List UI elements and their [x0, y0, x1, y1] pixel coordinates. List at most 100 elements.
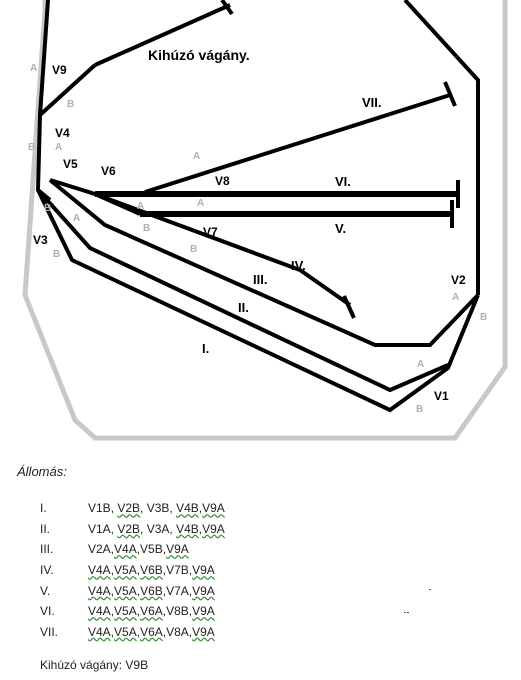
- branch-letter-v9-a: A: [30, 63, 37, 74]
- route-switches: V1B, V2B, V3B, V4B,V9A: [88, 498, 225, 519]
- route-row: I. V1B, V2B, V3B, V4B,V9A: [40, 498, 225, 519]
- track-iv: [94, 192, 352, 307]
- route-segment: ,V5B,: [136, 542, 167, 557]
- stray-dot: [429, 589, 431, 590]
- track-iv-buffer: [342, 295, 356, 319]
- route-segment-flagged: V9A: [192, 604, 215, 619]
- route-segment-flagged: V6B: [140, 583, 163, 598]
- switch-label-v5: V5: [63, 157, 78, 171]
- route-track-number: VI.: [40, 604, 55, 619]
- switch-label-v8: V8: [215, 174, 230, 188]
- branch-letter-v9-b: B: [67, 99, 74, 110]
- branch-letter-v2-b: B: [480, 312, 487, 323]
- route-segment: , V3B,: [140, 501, 177, 516]
- route-row: IV.V4A,V5A,V6B,V7B,V9A: [40, 560, 225, 581]
- branch-letter-v5-b: B: [44, 203, 51, 214]
- route-segment: ,: [136, 604, 141, 619]
- route-track-number: III.: [40, 542, 54, 557]
- route-switches: V4A,V5A,V6A,V8A,V9A: [88, 622, 225, 643]
- route-track-number: I.: [40, 501, 47, 516]
- route-segment: ,V7A,: [162, 583, 193, 598]
- route-segment: V1B: [88, 501, 111, 516]
- route-segment-flagged: V2B: [117, 501, 141, 516]
- track-label-i: I.: [202, 341, 209, 356]
- switch-label-v7: V7: [203, 225, 218, 239]
- branch-letter-v7-b: B: [190, 244, 197, 255]
- branch-letter-v4-b: B: [28, 142, 35, 153]
- route-segment-flagged: V4B: [176, 501, 199, 516]
- route-segment-flagged: V4A: [88, 563, 111, 578]
- route-segment-flagged: V4A: [88, 604, 111, 619]
- branch-letter-v1-b: B: [416, 404, 423, 415]
- route-segment-flagged: V4B: [176, 521, 199, 536]
- route-row: III. V2A,V4A,V5B,V9A: [40, 539, 225, 560]
- track-label-vi: VI.: [335, 174, 351, 189]
- track-i: [36, 189, 480, 413]
- switch-label-v3: V3: [33, 233, 48, 247]
- lead-v9: [38, 63, 97, 117]
- track-label-iv: IV.: [291, 258, 306, 273]
- route-segment: ,: [110, 563, 115, 578]
- switch-label-v9: V9: [52, 63, 67, 77]
- route-switches: V1A, V2B, V3A, V4B,V9A: [88, 519, 225, 540]
- track-ii: [36, 188, 449, 393]
- route-segment-flagged: V5A: [114, 583, 137, 598]
- track-vii-buffer: [443, 81, 457, 107]
- track-label-ii: II.: [238, 300, 249, 315]
- route-segment: ,V7B,: [162, 563, 193, 578]
- legend-footer: Kihúzó vágány: V9B: [40, 658, 149, 672]
- route-segment: ,: [110, 604, 115, 619]
- route-segment-flagged: V4A: [114, 542, 137, 557]
- route-segment-flagged: V9A: [202, 521, 225, 536]
- route-track-number: IV.: [40, 563, 54, 578]
- route-track-number: VII.: [40, 624, 59, 639]
- route-segment: ,: [110, 624, 115, 639]
- branch-letter-v6-a: A: [137, 201, 144, 212]
- track-vii: [144, 93, 451, 194]
- switch-label-v4: V4: [55, 126, 70, 140]
- branch-letter-v2-a: A: [452, 292, 459, 303]
- switch-label-v1: V1: [434, 389, 449, 403]
- route-row: VII.V4A,V5A,V6A,V8A,V9A: [40, 622, 225, 643]
- route-row: V.V4A,V5A,V6B,V7A,V9A: [40, 580, 225, 601]
- route-segment: ,: [136, 583, 141, 598]
- route-track-number: V.: [40, 583, 51, 598]
- route-track-number: II.: [40, 521, 51, 536]
- route-row: VI.V4A,V5A,V6A,V8B,V9A: [40, 601, 225, 622]
- route-segment: ,V8B,: [162, 604, 193, 619]
- branch-letter-v8-a: A: [193, 151, 200, 162]
- route-segment: ,: [198, 521, 203, 536]
- route-segment: ,: [110, 583, 115, 598]
- route-segment-flagged: V6A: [140, 624, 163, 639]
- branch-letter-v3-b: B: [53, 249, 60, 260]
- extraction-buffer: [220, 0, 234, 16]
- route-segment-flagged: V4A: [88, 583, 111, 598]
- track-label-v: V.: [335, 221, 346, 236]
- route-segment: V2A,: [88, 542, 115, 557]
- branch-letter-v6-b: B: [143, 223, 150, 234]
- track-label-iii: III.: [253, 272, 267, 287]
- legend-heading: Állomás:: [17, 464, 67, 479]
- route-segment-flagged: V9A: [166, 542, 189, 557]
- route-segment-flagged: V9A: [192, 583, 215, 598]
- switch-label-v2: V2: [451, 273, 466, 287]
- route-row: II. V1A, V2B, V3A, V4B,V9A: [40, 519, 225, 540]
- route-segment-flagged: V9A: [202, 501, 225, 516]
- route-switches: V2A,V4A,V5B,V9A: [88, 539, 225, 560]
- route-segment: ,: [136, 563, 141, 578]
- route-segment-flagged: V5A: [114, 604, 137, 619]
- branch-letter-v1-a: A: [417, 359, 424, 370]
- track-iii: [48, 178, 480, 347]
- route-segment-flagged: V4A: [88, 624, 111, 639]
- route-segment-flagged: V6B: [140, 563, 163, 578]
- route-segment: , V3A,: [140, 521, 177, 536]
- switch-label-v6: V6: [101, 164, 116, 178]
- route-segment-flagged: V9A: [192, 624, 215, 639]
- route-segment: V1A,: [88, 521, 118, 536]
- route-segment-flagged: V6A: [140, 604, 163, 619]
- route-segment: ,: [198, 501, 203, 516]
- branch-letter-v8-b: A: [197, 198, 204, 209]
- extraction-track-title: Kihúzó vágány.: [148, 47, 250, 63]
